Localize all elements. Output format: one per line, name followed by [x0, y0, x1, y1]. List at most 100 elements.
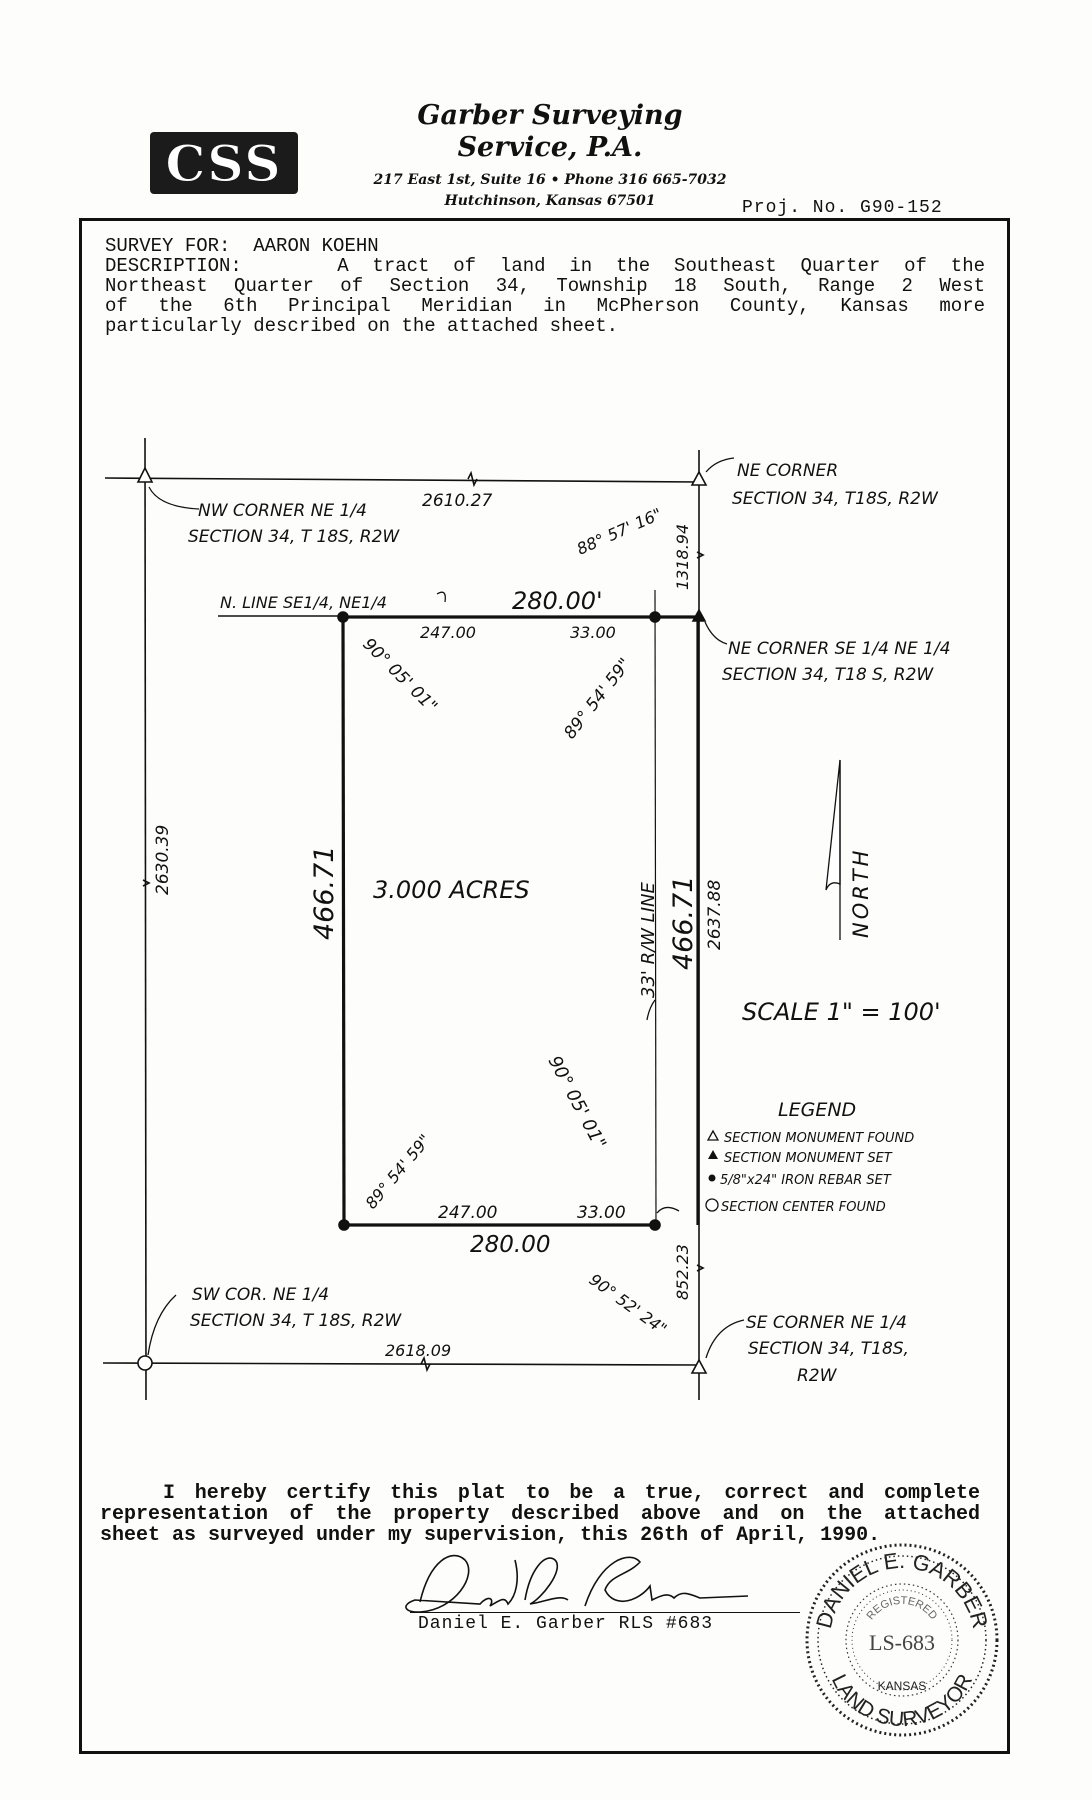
west-side-distance: 466.71 — [309, 846, 340, 940]
top-section-distance: 2610.27 — [422, 491, 492, 511]
legend-item-4: SECTION CENTER FOUND — [721, 1200, 886, 1215]
angle-se: 90° 05' 01" — [544, 1052, 611, 1152]
survey-for-label: SURVEY FOR: — [105, 235, 231, 257]
break-mark-west — [142, 879, 151, 887]
legend: LEGEND SECTION MONUMENT FOUND SECTION MO… — [705, 1099, 914, 1215]
company-address-line2: Hutchinson, Kansas 67501 — [444, 193, 656, 209]
description-line2: Northeast Quarter of Section 34, Townshi… — [105, 275, 985, 297]
ne-leader — [705, 457, 735, 473]
break-mark-bottom — [420, 1355, 431, 1373]
description-line3: of the 6th Principal Meridian in McPhers… — [105, 295, 985, 317]
rebar-nw — [337, 611, 349, 623]
west-quarter-line — [144, 437, 147, 1401]
bottom-section-distance: 2618.09 — [385, 1341, 451, 1360]
angle-ne: 89° 54' 59" — [560, 655, 635, 744]
n-line-label: N. LINE SE1/4, NE1/4 — [220, 593, 387, 612]
break-mark-east-bottom — [696, 1264, 705, 1272]
north-label: NORTH — [849, 848, 873, 938]
certification-line1: I hereby certify this plat to be a true,… — [163, 1482, 980, 1505]
se-leader — [705, 1319, 745, 1359]
seal-number: LS-683 — [869, 1630, 935, 1655]
triangle-filled-icon — [708, 1150, 718, 1159]
circle-open-icon — [705, 1198, 719, 1212]
ne-corner-monument-found — [690, 470, 708, 486]
se-corner-label-2: SECTION 34, T18S, — [748, 1339, 909, 1359]
ne-corner-label-1: NE CORNER — [737, 461, 838, 481]
company-name-line2: Service, P.A. — [457, 132, 643, 163]
south-segment-2: 33.00 — [577, 1203, 626, 1223]
nw-corner-label-2: SECTION 34, T 18S, R2W — [188, 527, 400, 547]
seal-inner-bottom-text: KANSAS — [878, 1679, 927, 1693]
certification-statement: I hereby certify this plat to be a true,… — [100, 1483, 980, 1546]
description-row-1: DESCRIPTION: A tract of land in the Sout… — [105, 256, 985, 276]
south-section-line — [102, 1362, 701, 1366]
description-line4: particularly described on the attached s… — [105, 315, 619, 337]
se-corner-monument-found — [690, 1358, 708, 1374]
right-of-way-line — [654, 589, 657, 1231]
south-segment-1: 247.00 — [438, 1203, 497, 1223]
signature-line — [410, 1612, 800, 1613]
tract-area: 3.000 ACRES — [373, 876, 530, 904]
angle-nw: 90° 05' 01" — [358, 634, 441, 717]
seal-outer-top-text: DANIEL E. GARBER — [811, 1548, 993, 1631]
row-leader-mid — [646, 999, 656, 1021]
right-section-line-distance: 2637.88 — [705, 880, 725, 950]
triangle-open-icon — [706, 1129, 720, 1141]
tract-west-line — [341, 616, 346, 1226]
rebar-n-row — [649, 611, 661, 623]
east-top-distance: 1318.94 — [673, 524, 692, 590]
sw-leader — [147, 1294, 177, 1356]
north-arrow — [825, 759, 841, 891]
east-bottom-distance: 852.23 — [673, 1244, 692, 1300]
survey-description: SURVEY FOR: AARON KOEHN DESCRIPTION: A t… — [105, 236, 985, 336]
certification-line3: sheet as surveyed under my supervision, … — [100, 1524, 881, 1547]
legend-item-2: SECTION MONUMENT SET — [724, 1151, 893, 1166]
north-total-distance: 280.00' — [512, 587, 603, 615]
north-section-line — [104, 477, 701, 483]
se-corner-label-3: R2W — [797, 1366, 838, 1386]
legend-title: LEGEND — [778, 1099, 856, 1121]
row-leader-bottom — [656, 1206, 680, 1214]
scale-label: SCALE 1" = 100' — [742, 998, 941, 1026]
ne-se-corner-label-1: NE CORNER SE 1/4 NE 1/4 — [728, 639, 951, 659]
north-segment-2: 33.00 — [570, 623, 616, 642]
n-line-leader — [436, 591, 446, 603]
sw-corner-center-found — [137, 1355, 153, 1371]
nw-corner-monument-found — [136, 466, 154, 483]
south-total-distance: 280.00 — [470, 1232, 550, 1258]
rebar-s-row — [649, 1219, 661, 1231]
survey-for-row: SURVEY FOR: AARON KOEHN — [105, 236, 985, 256]
angle-sw: 89° 54' 59" — [362, 1131, 435, 1213]
company-header: Garber Surveying Service, P.A. 217 East … — [370, 100, 730, 212]
surveyor-seal: DANIEL E. GARBER LAND SURVEYOR REGISTERE… — [805, 1543, 999, 1737]
legend-item-1: SECTION MONUMENT FOUND — [724, 1131, 914, 1146]
break-mark-east-top — [696, 551, 705, 559]
se-corner-label-1: SE CORNER NE 1/4 — [746, 1313, 907, 1333]
dot-filled-icon — [708, 1174, 716, 1182]
project-number: Proj. No. G90-152 — [742, 198, 943, 218]
seal-inner-top-text: REGISTERED — [865, 1595, 940, 1622]
handwritten-signature — [405, 1554, 749, 1613]
certification-line2: representation of the property described… — [100, 1503, 980, 1526]
bearing-ne-top: 88° 57' 16" — [574, 504, 665, 558]
description-label: DESCRIPTION: — [105, 255, 242, 277]
logo-text: CSS — [165, 133, 283, 193]
description-line1: A tract of land in the Southeast Quarter… — [337, 255, 986, 277]
company-address-line1: 217 East 1st, Suite 16 • Phone 316 665-7… — [373, 172, 727, 188]
nw-corner-label-1: NW CORNER NE 1/4 — [198, 501, 367, 521]
ne-se-corner-label-2: SECTION 34, T18 S, R2W — [722, 665, 934, 685]
nw-leader — [148, 486, 200, 510]
plat-frame — [79, 218, 1010, 1754]
company-name-line1: Garber Surveying — [417, 100, 683, 131]
legend-item-3: 5/8"x24" IRON REBAR SET — [720, 1173, 892, 1188]
ne-se-leader — [704, 621, 728, 645]
angle-bottom: 90° 52' 24" — [586, 1270, 671, 1339]
survey-for-value: AARON KOEHN — [253, 235, 379, 257]
north-segment-1: 247.00 — [420, 623, 476, 642]
signer-name: Daniel E. Garber RLS #683 — [418, 1614, 714, 1634]
break-mark-top — [467, 470, 478, 488]
sw-corner-label-2: SECTION 34, T 18S, R2W — [190, 1311, 402, 1331]
left-section-line-distance: 2630.39 — [153, 825, 173, 895]
